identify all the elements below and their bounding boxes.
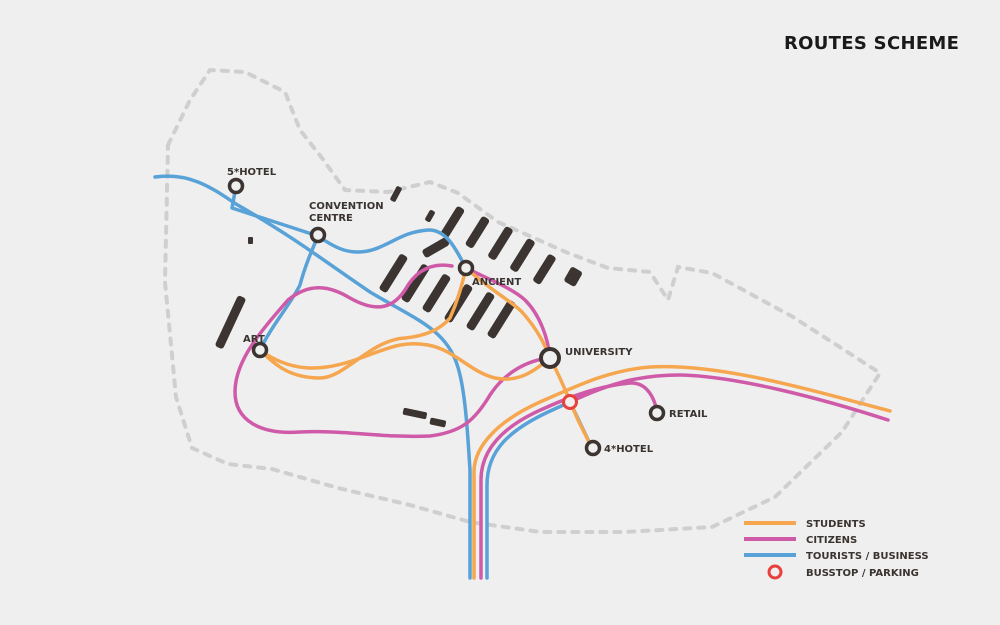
legend-citizens-label: CITIZENS bbox=[806, 535, 857, 546]
building bbox=[422, 274, 451, 313]
route-citizens[interactable] bbox=[233, 263, 890, 580]
students-route-university bbox=[258, 341, 552, 381]
building bbox=[390, 186, 402, 202]
tourists-route-main bbox=[153, 174, 472, 580]
label-convention-line1: CONVENTION bbox=[309, 201, 384, 212]
building bbox=[487, 300, 516, 339]
building bbox=[248, 237, 253, 244]
label-retail: RETAIL bbox=[669, 409, 708, 420]
label-4-hotel: 4*HOTEL bbox=[604, 444, 654, 455]
station-university bbox=[539, 347, 561, 369]
station-convention-centre bbox=[309, 226, 327, 244]
building bbox=[402, 407, 427, 420]
building bbox=[401, 264, 430, 303]
label-ancient: ANCIENT bbox=[472, 277, 521, 288]
building bbox=[533, 254, 556, 285]
legend-tourists-label: TOURISTS / BUSINESS bbox=[806, 551, 929, 562]
legend-busstop-icon bbox=[767, 564, 783, 580]
site-boundary bbox=[162, 67, 883, 534]
building bbox=[488, 226, 513, 260]
building bbox=[466, 292, 495, 331]
station-art bbox=[251, 341, 269, 359]
label-5-hotel: 5*HOTEL bbox=[227, 167, 277, 178]
stations[interactable] bbox=[227, 177, 666, 457]
station-5-hotel bbox=[227, 177, 245, 195]
station-retail bbox=[648, 404, 666, 422]
label-university: UNIVERSITY bbox=[565, 347, 633, 358]
citizens-route-east bbox=[568, 373, 890, 422]
citizens-route-retail bbox=[479, 381, 659, 580]
building bbox=[422, 237, 450, 258]
busstop-parking-marker bbox=[562, 394, 578, 410]
citizens-route-loop bbox=[233, 263, 552, 439]
building bbox=[425, 210, 435, 222]
label-convention-line2: CENTRE bbox=[309, 213, 353, 224]
building bbox=[440, 206, 465, 238]
building bbox=[444, 284, 473, 323]
legend: STUDENTS CITIZENS TOURISTS / BUSINESS BU… bbox=[744, 519, 929, 580]
buildings bbox=[215, 186, 582, 428]
tourists-route-parking bbox=[485, 400, 594, 580]
students-route-south bbox=[472, 364, 892, 580]
building bbox=[465, 216, 490, 248]
legend-busstop-label: BUSSTOP / PARKING bbox=[806, 568, 919, 579]
students-route-art bbox=[258, 266, 468, 380]
legend-students-label: STUDENTS bbox=[806, 519, 866, 530]
station-4-hotel bbox=[584, 439, 602, 457]
tourists-route-art bbox=[258, 234, 320, 352]
page-title: ROUTES SCHEME bbox=[784, 33, 960, 54]
building bbox=[215, 295, 246, 349]
route-tourists[interactable] bbox=[153, 174, 594, 580]
label-art: ART bbox=[243, 334, 265, 345]
building bbox=[510, 238, 535, 272]
building bbox=[564, 267, 582, 287]
tourists-route-centre bbox=[230, 184, 468, 270]
station-ancient bbox=[457, 259, 475, 277]
building bbox=[429, 417, 447, 428]
building bbox=[379, 254, 408, 293]
station-labels: 5*HOTEL CONVENTION CENTRE ANCIENT ART UN… bbox=[227, 167, 708, 455]
